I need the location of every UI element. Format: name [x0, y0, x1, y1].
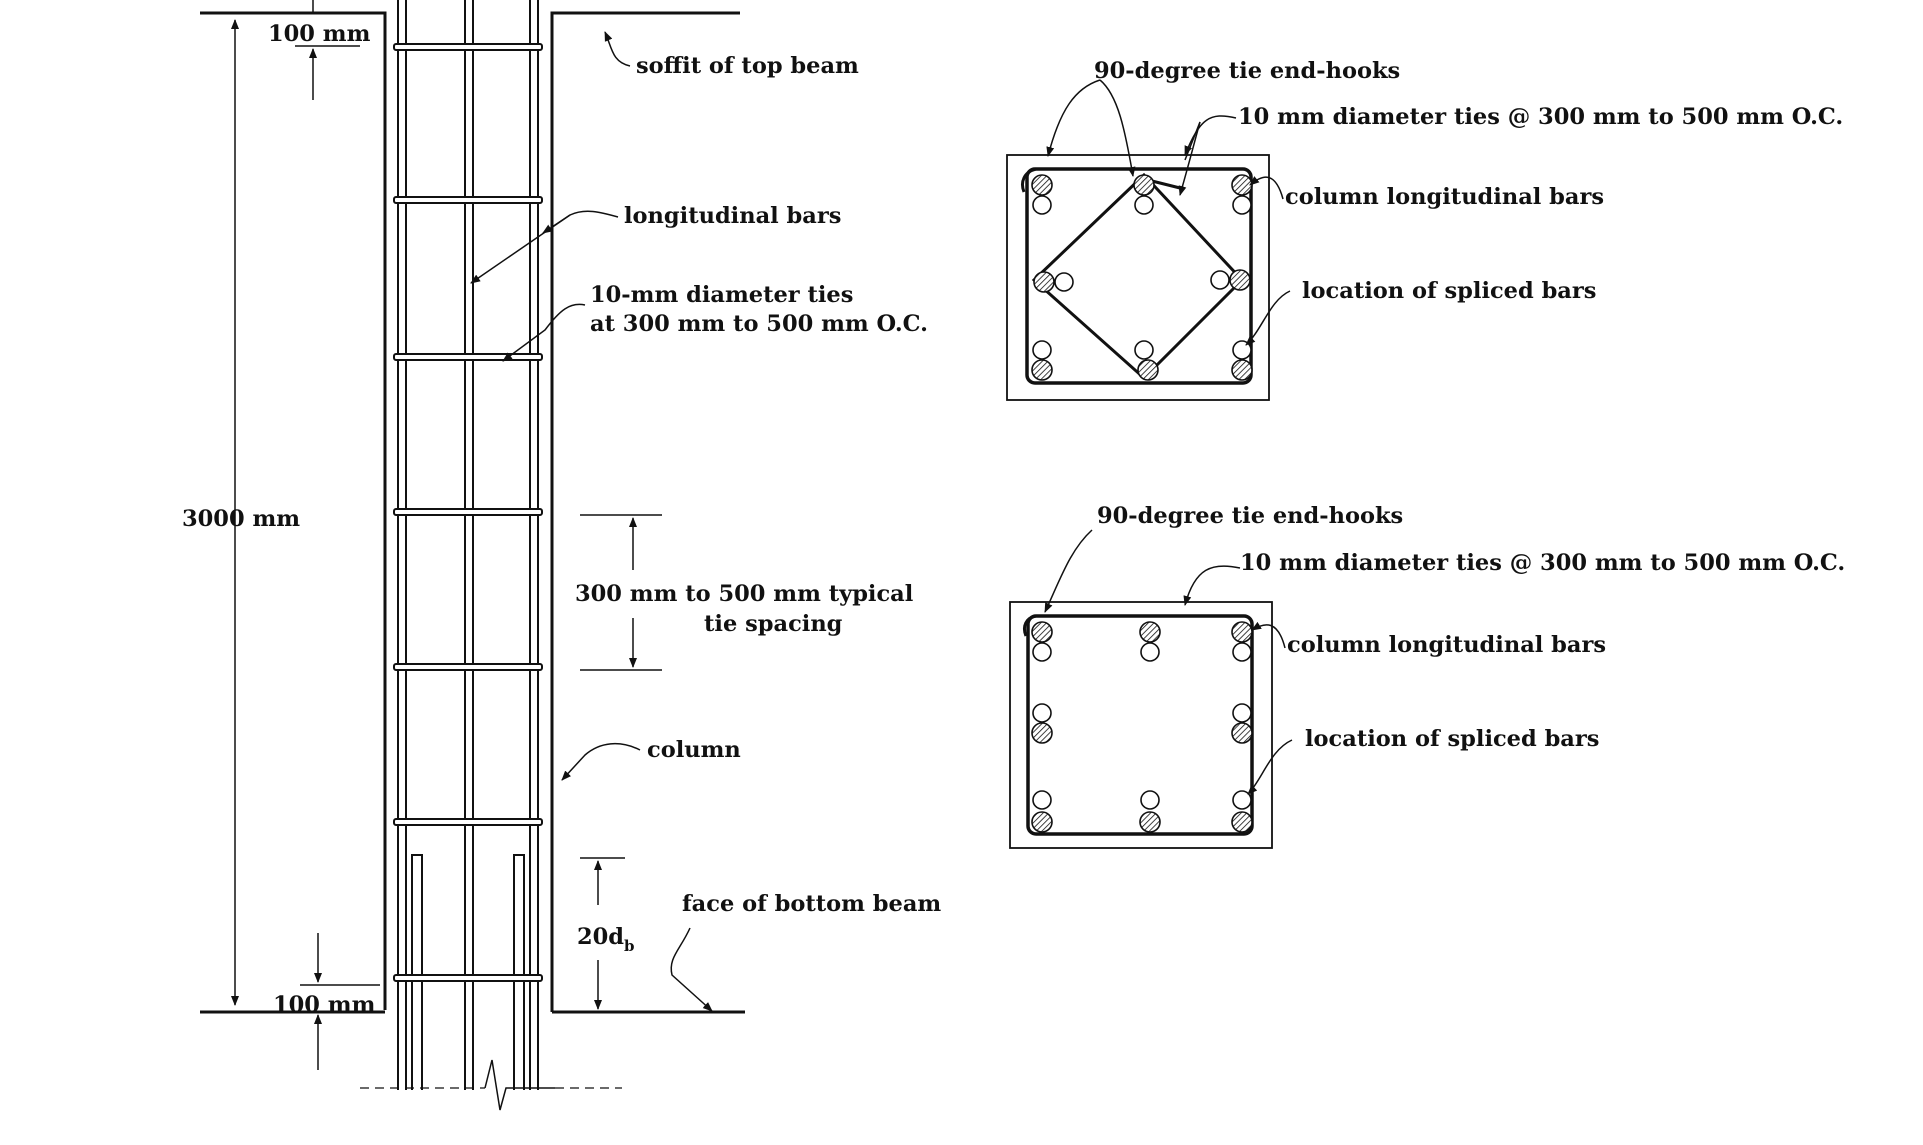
spliced-bar-group	[1032, 642, 1252, 810]
ties-label-line2: at 300 mm to 500 mm O.C.	[590, 311, 928, 337]
height-dimension	[231, 0, 314, 1006]
end-hook	[1022, 614, 1037, 637]
top-clear-dimension	[295, 45, 360, 100]
ties-label-line1: 10-mm diameter ties	[590, 282, 853, 308]
column-leader	[561, 743, 641, 781]
break-line	[360, 1059, 622, 1111]
column-section-perimeter: 90-degree tie end-hooks 10 mm diameter t…	[1009, 503, 1845, 849]
longitudinal-leader-1	[542, 210, 619, 234]
splice-length-dimension	[580, 857, 625, 1010]
longitudinal-bars	[397, 0, 539, 1090]
end-hook	[1021, 167, 1037, 193]
tie-spacing-label-line2: tie spacing	[704, 611, 843, 637]
column-section-diamond: 90-degree tie end-hooks 10 mm diameter t…	[1006, 58, 1843, 401]
perimeter-tie	[1025, 167, 1253, 385]
ties-label: 10 mm diameter ties @ 300 mm to 500 mm O…	[1238, 104, 1843, 130]
spliced-starter-bars	[411, 854, 525, 1090]
elevation-leaders	[470, 31, 713, 1012]
top-beam-soffit-right	[550, 11, 740, 1012]
spliced-bars-label: location of spliced bars	[1302, 278, 1596, 304]
bottom-clear-dimension	[300, 933, 380, 1070]
hooks-label: 90-degree tie end-hooks	[1097, 503, 1403, 529]
perimeter-tie	[1026, 614, 1254, 836]
column-bars-label: column longitudinal bars	[1287, 632, 1606, 658]
ties-label: 10 mm diameter ties @ 300 mm to 500 mm O…	[1240, 550, 1845, 576]
section-leaders	[1044, 529, 1293, 795]
tie-spacing-label-line1: 300 mm to 500 mm typical	[575, 581, 913, 607]
height-label: 3000 mm	[182, 506, 300, 532]
tie-spacing-dimension	[580, 514, 662, 671]
top-clear-label: 100 mm	[268, 21, 371, 47]
hooks-label: 90-degree tie end-hooks	[1094, 58, 1400, 84]
spliced-bar-group	[1032, 195, 1252, 360]
spliced-bars-label: location of spliced bars	[1305, 726, 1599, 752]
column-bars-label: column longitudinal bars	[1285, 184, 1604, 210]
section-outline	[1006, 154, 1270, 401]
bottom-clear-label: 100 mm	[273, 992, 376, 1018]
section-outline	[1009, 601, 1273, 849]
bottom-face-leader	[670, 927, 713, 1012]
face-of-bottom-beam-label: face of bottom beam	[682, 891, 941, 917]
section-leaders	[1046, 79, 1291, 346]
splice-length-label: 20db	[577, 924, 635, 955]
longitudinal-bar-group	[1031, 621, 1253, 833]
top-beam-soffit-left	[200, 11, 387, 1010]
soffit-leader	[604, 31, 631, 67]
longitudinal-bars-label: longitudinal bars	[624, 203, 841, 229]
column-label: column	[647, 737, 741, 763]
column-ties	[393, 43, 543, 982]
column-elevation: 100 mm soffit of top beam longitudinal b…	[182, 0, 941, 1111]
soffit-label: soffit of top beam	[636, 53, 859, 79]
ties-leader	[502, 303, 586, 362]
